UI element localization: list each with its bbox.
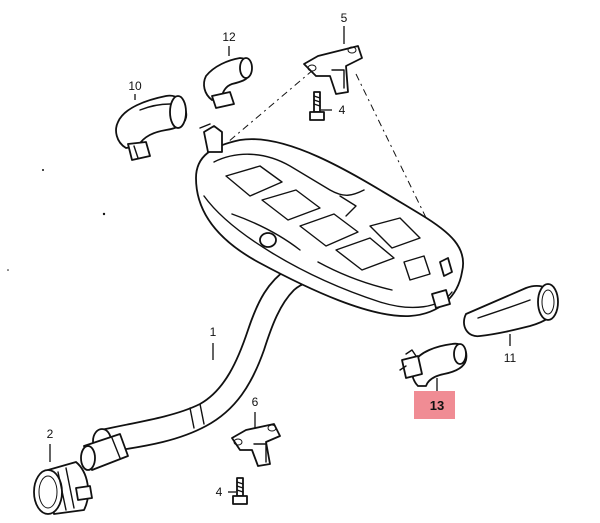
part-13-tailpipe-trim[interactable] <box>399 342 468 387</box>
part-4-bolt-lower[interactable] <box>232 477 248 505</box>
callout-13: 13 <box>430 398 444 413</box>
part-4-bolt-upper[interactable] <box>309 91 325 121</box>
reference-lines <box>227 69 433 231</box>
callout-4-lower: 4 <box>216 485 223 499</box>
part-6-bracket-lower[interactable] <box>231 423 281 467</box>
callout-1: 1 <box>210 325 217 339</box>
callout-11: 11 <box>504 351 517 365</box>
leader-lines <box>49 26 511 493</box>
part-5-bracket-upper[interactable] <box>303 45 363 95</box>
callout-6: 6 <box>252 395 259 409</box>
highlight-box <box>414 391 455 419</box>
part-10-tailpipe-trim[interactable] <box>115 94 188 161</box>
callout-10: 10 <box>128 79 142 93</box>
part-12-tailpipe-trim[interactable] <box>203 57 253 109</box>
part-1-intermediate-pipe[interactable] <box>92 257 327 454</box>
rear-muffler[interactable] <box>195 123 464 317</box>
callout-5: 5 <box>341 11 348 25</box>
part-2-clamp[interactable] <box>33 461 93 515</box>
callout-4-upper: 4 <box>339 103 346 117</box>
pipe-inlet-stub <box>80 433 129 471</box>
callout-labels: 1 2 4 4 5 6 10 11 12 <box>47 11 517 499</box>
callout-2: 2 <box>47 427 54 441</box>
part-11-tailpipe-trim[interactable] <box>463 283 559 338</box>
highlighted-callout[interactable]: 13 <box>414 391 455 419</box>
callout-12: 12 <box>222 30 236 44</box>
scan-specks <box>7 169 106 271</box>
